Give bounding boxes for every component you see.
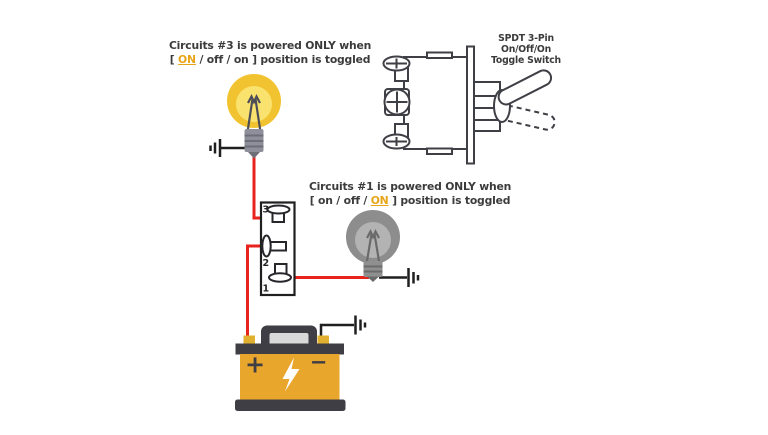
- schematic-pin3-label: 3: [263, 205, 270, 216]
- lit-bulb-socket-threads: [244, 134, 264, 148]
- battery-minus-symbol: −: [310, 350, 328, 374]
- toggle-screw-top: [382, 55, 411, 82]
- lit-bulb-tip: [248, 152, 260, 159]
- toggle-screw-bottom: [382, 123, 411, 150]
- toggle-lever-solid: [497, 69, 553, 106]
- battery-icon: + −: [235, 325, 346, 411]
- lit-bulb-icon: [227, 74, 281, 159]
- schematic-pin1-terminal: [268, 263, 292, 283]
- ground-icon-lit-bulb: [209, 139, 246, 157]
- battery-plus-symbol: +: [245, 351, 265, 379]
- unlit-bulb-filament: [365, 229, 381, 265]
- battery-terminal-positive: [243, 335, 255, 345]
- ground-wires: [209, 139, 420, 338]
- ground-icon-unlit-bulb: [379, 268, 420, 287]
- toggle-bushing: [473, 81, 511, 132]
- circuit1-options-open: [ on / off /: [309, 193, 368, 207]
- unlit-bulb-socket-threads: [363, 265, 383, 273]
- unlit-bulb-icon: [346, 210, 400, 282]
- circuit1-note-line2: [ on / off / ON ] position is toggled: [303, 194, 517, 208]
- circuit1-note: Circuits #1 is powered ONLY when [ on / …: [303, 180, 517, 207]
- circuit3-on-highlight: ON: [178, 52, 196, 66]
- wire-pin2-to-battery: [246, 244, 262, 341]
- toggle-switch-label-line2: On/Off/On: [500, 44, 552, 55]
- toggle-body-tab-bottom: [426, 147, 453, 155]
- unlit-bulb-glass: [355, 222, 391, 258]
- battery-bottom-band: [235, 399, 346, 411]
- circuit1-on-highlight: ON: [370, 193, 389, 207]
- battery-lightning-icon: [282, 357, 300, 392]
- toggle-switch-label: SPDT 3-Pin On/Off/On Toggle Switch: [472, 33, 580, 66]
- circuit3-note-line2: [ ON / off / on ] position is toggled: [158, 53, 382, 67]
- battery-terminal-negative: [317, 335, 329, 345]
- toggle-body: [403, 56, 468, 150]
- unlit-bulb-tip: [367, 276, 379, 282]
- ground-icon-battery: [319, 315, 367, 338]
- circuit3-bracket-open: [: [169, 52, 175, 66]
- circuit1-note-line1: Circuits #1 is powered ONLY when: [308, 180, 512, 193]
- toggle-switch-label-line3: Toggle Switch: [491, 55, 561, 66]
- unlit-bulb-socket: [363, 261, 383, 277]
- schematic-pin3-terminal: [266, 204, 291, 223]
- battery-top-band: [235, 343, 344, 355]
- toggle-body-tab-top: [426, 51, 453, 59]
- toggle-switch-illustration: [382, 45, 556, 165]
- spdt-switch-schematic: 3 2 1: [259, 201, 296, 297]
- lit-bulb-filament: [246, 94, 262, 133]
- toggle-screw-middle: [383, 88, 411, 116]
- schematic-pin1-label: 1: [263, 284, 270, 295]
- schematic-pin2-terminal: [261, 234, 287, 258]
- circuit3-options-rest: / off / on ] position is toggled: [199, 52, 371, 66]
- circuit1-bracket-close: ] position is toggled: [392, 193, 511, 207]
- circuit3-note: Circuits #3 is powered ONLY when [ ON / …: [158, 39, 382, 66]
- circuit3-note-line1: Circuits #3 is powered ONLY when: [168, 39, 372, 52]
- toggle-switch-label-line1: SPDT 3-Pin: [498, 33, 554, 44]
- schematic-pin2-label: 2: [263, 258, 270, 269]
